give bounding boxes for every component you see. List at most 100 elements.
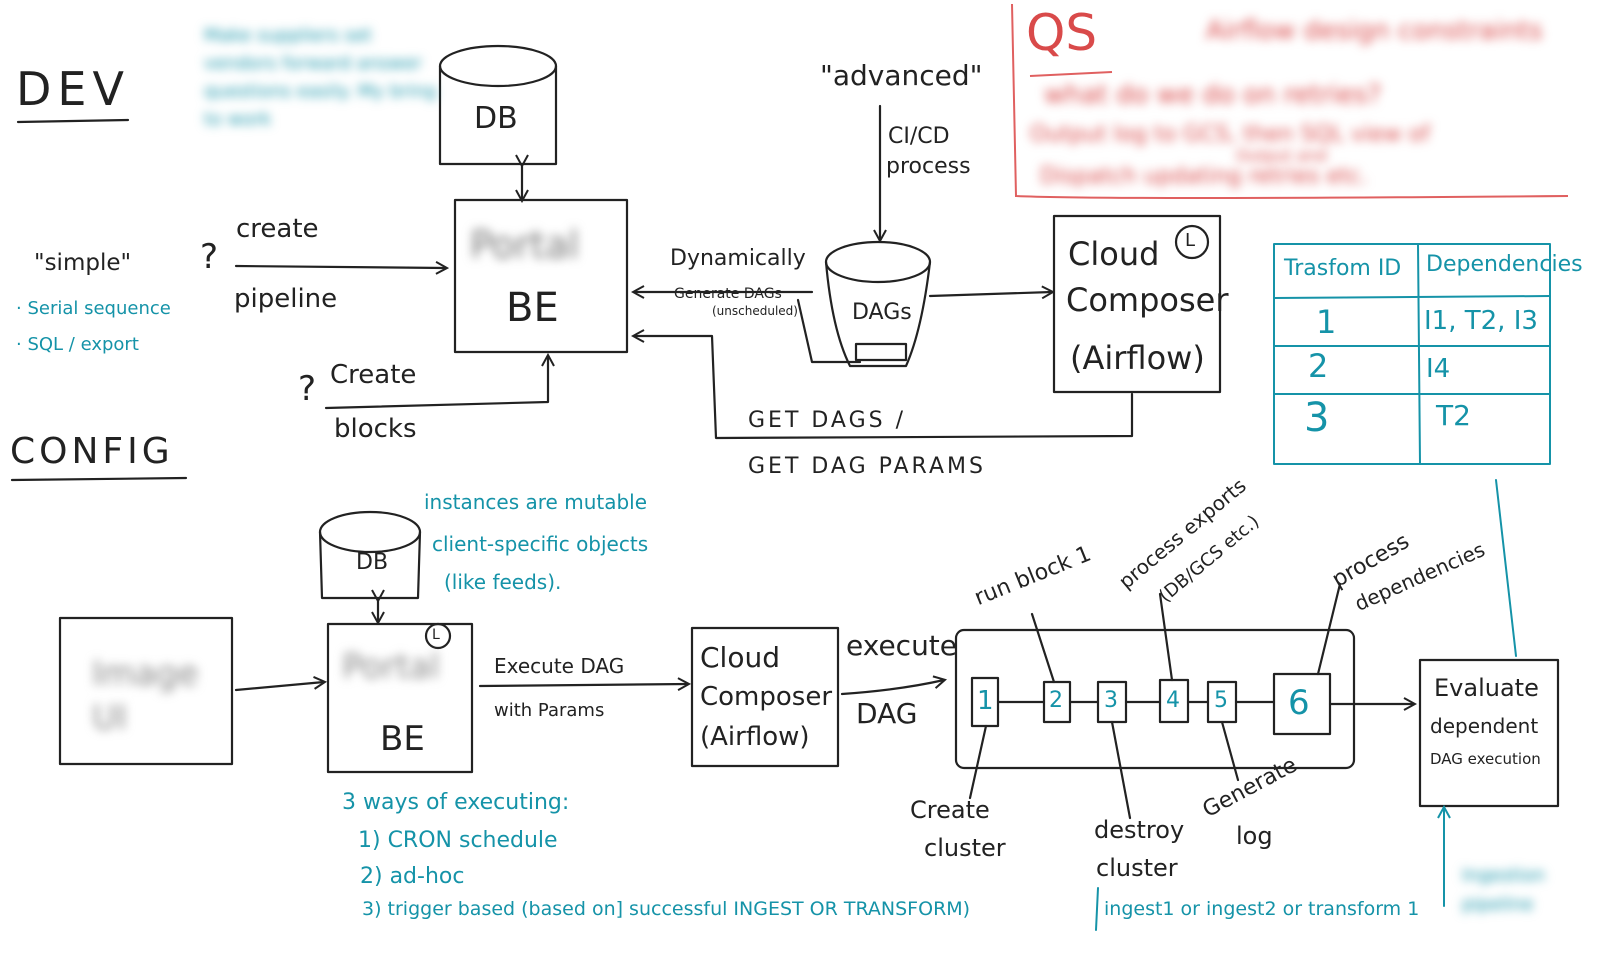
- table-frame: [1273, 243, 1551, 465]
- generate-dags-label: Generate DAGs: [674, 286, 782, 302]
- dags-bucket: [824, 260, 932, 368]
- create-cluster-label: Create: [910, 796, 990, 824]
- portal-be-suffix: BE: [506, 285, 559, 331]
- instances-note-1: instances are mutable: [424, 490, 648, 514]
- ui-to-be-arrow: [234, 682, 324, 692]
- dags-bucket-top: [824, 240, 932, 284]
- cicd-process-label: process: [886, 154, 971, 179]
- qs-underline: [1029, 71, 1113, 77]
- qs-heading: QS: [1026, 4, 1098, 62]
- create-blocks-bottom: blocks: [334, 414, 417, 444]
- execute-dag-label: Execute DAG: [494, 654, 625, 678]
- unscheduled-label: (unscheduled): [712, 304, 798, 318]
- dynamically-label: Dynamically: [670, 246, 806, 271]
- dev-blurred-note: Make suppliers set vendors forward answe…: [204, 25, 437, 130]
- dev-db-shape: [438, 64, 558, 166]
- dev-db-label: DB: [474, 101, 518, 136]
- instances-note-2: client-specific objects: [432, 532, 649, 556]
- config-composer-line2: Composer: [700, 682, 833, 712]
- table-row-3-deps: T2: [1436, 399, 1471, 432]
- dags-composer-arrow: [928, 292, 1052, 296]
- dev-composer-line1: Cloud: [1068, 235, 1160, 273]
- table-row-2-deps: I4: [1426, 354, 1451, 384]
- evaluate-line2: dependent: [1430, 714, 1539, 738]
- dev-composer-line2: Composer: [1066, 281, 1229, 319]
- config-underline: [10, 476, 188, 482]
- create-pipeline-q: ?: [200, 237, 219, 277]
- evaluate-shape: [1418, 658, 1560, 808]
- config-be-badge: L: [432, 627, 440, 643]
- table-row-1-id: 1: [1316, 303, 1337, 341]
- create-cluster-pointer: [968, 724, 988, 800]
- create-pipeline-top: create: [236, 214, 319, 244]
- create-blocks-q: ?: [298, 369, 317, 409]
- config-be-name: Portal: [342, 647, 440, 687]
- evaluate-line1: Evaluate: [1434, 674, 1539, 702]
- portal-be-name: Portal: [470, 223, 580, 267]
- config-db-label: DB: [356, 550, 389, 575]
- config-composer-line3: (Airflow): [700, 722, 810, 752]
- instances-note-3: (like feeds).: [444, 570, 562, 594]
- dags-bucket-slot: [854, 342, 908, 362]
- portal-be-box-shape: [453, 198, 629, 354]
- dev-composer-shape: [1052, 214, 1222, 394]
- ui-box-blurred: Image UI: [92, 654, 199, 739]
- qs-line-2: what do we do on retries?: [1044, 80, 1382, 110]
- execute-label: execute: [846, 629, 958, 662]
- create-pipeline-arrow: [234, 266, 446, 268]
- qs-line-1: Airflow design constraints: [1206, 16, 1543, 46]
- dev-heading: DEV: [16, 62, 130, 116]
- ways-item-trigger: 3) trigger based (based on] successful I…: [362, 898, 971, 920]
- steps-container-shape: [954, 628, 1356, 770]
- ways-item-cron: 1) CRON schedule: [358, 828, 558, 853]
- generate-log-sub-label: log: [1236, 822, 1273, 850]
- create-blocks-arrow: [324, 356, 548, 410]
- dev-composer-line3: (Airflow): [1070, 339, 1205, 377]
- create-pipeline-bottom: pipeline: [234, 284, 338, 314]
- destroy-cluster-label: destroy: [1094, 816, 1185, 844]
- run-block-pointer: [1030, 612, 1056, 684]
- step-6: 6: [1288, 683, 1310, 723]
- table-row-1-deps: I1, T2, I3: [1424, 306, 1538, 336]
- execute-dag-arrow: [478, 684, 688, 686]
- dags-to-generate-link: [796, 298, 862, 364]
- create-blocks-top: Create: [330, 360, 417, 390]
- generate-log-pointer: [1220, 720, 1240, 782]
- create-cluster-sub-label: cluster: [924, 834, 1006, 862]
- step-4: 4: [1166, 688, 1180, 713]
- table-row-2-id: 2: [1308, 347, 1329, 385]
- process-exports-pointer: [1158, 592, 1174, 682]
- config-heading: CONFIG: [10, 431, 174, 472]
- qs-border: [1011, 3, 1569, 199]
- ways-title: 3 ways of executing:: [342, 790, 570, 815]
- get-dag-params-label: GET DAG PARAMS: [748, 454, 986, 479]
- trigger-separator: [1095, 887, 1099, 931]
- ways-trigger-tail: ingest1 or ingest2 or transform 1: [1104, 898, 1420, 920]
- config-db-shape: [318, 530, 422, 600]
- dev-composer-badge-circle: [1174, 224, 1210, 260]
- cicd-label: CI/CD: [888, 124, 950, 149]
- step-2: 2: [1049, 688, 1063, 713]
- simple-item-sql: · SQL / export: [16, 334, 139, 355]
- step-5: 5: [1214, 688, 1228, 713]
- step-1: 1: [977, 686, 994, 716]
- ingestion-blurred: Ingestion pipeline: [1462, 865, 1546, 915]
- destroy-cluster-pointer: [1110, 720, 1132, 820]
- step-3: 3: [1104, 688, 1118, 713]
- config-be-badge-circle: [424, 622, 452, 650]
- ui-box-shape: [58, 616, 234, 766]
- composer-to-steps-arrow: [840, 680, 944, 696]
- dags-label: DAGs: [852, 300, 912, 325]
- table-link: [1495, 479, 1517, 657]
- config-db-top: [318, 510, 422, 554]
- evaluate-line3: DAG execution: [1430, 750, 1541, 768]
- process-deps-pointer: [1316, 582, 1342, 676]
- get-dags-label: GET DAGS /: [748, 408, 907, 433]
- table-grid: [1273, 243, 1551, 465]
- qs-line-3: Output log to GCS, then SQL view of: [1030, 122, 1430, 147]
- simple-item-serial: · Serial sequence: [16, 298, 171, 319]
- qs-line-5: Dispatch updating retries etc.: [1040, 164, 1368, 189]
- destroy-cluster-sub-label: cluster: [1096, 854, 1178, 882]
